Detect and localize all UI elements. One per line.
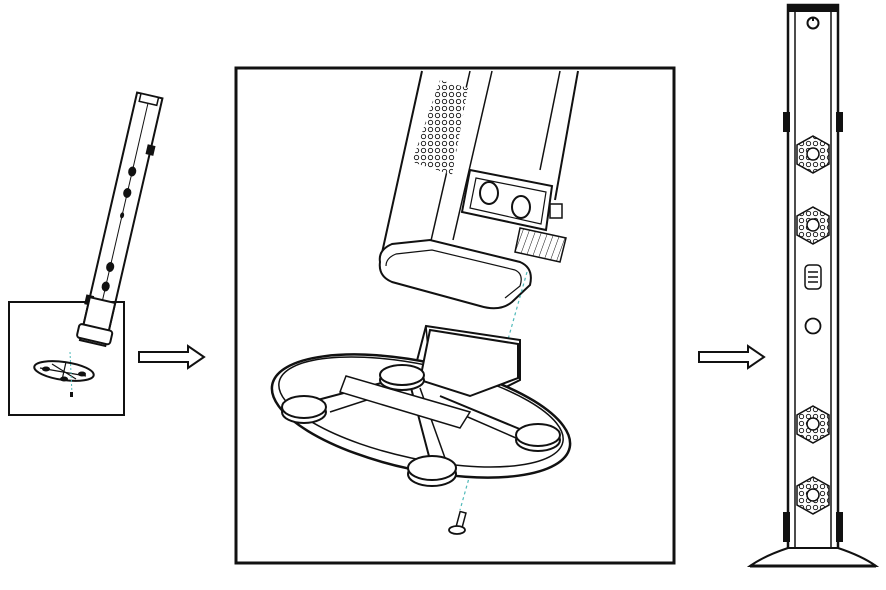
led-cluster-2 [796, 206, 830, 245]
foot-pad-right [515, 423, 561, 452]
step-2-detail [234, 66, 676, 565]
foot-pad-left [281, 395, 327, 424]
base-plate-small [33, 351, 95, 397]
detail-callout-box [8, 301, 125, 416]
hollow-right-arrow-icon [698, 344, 766, 370]
pole-end-cap [378, 238, 532, 310]
mounting-bracket [460, 168, 567, 263]
pole-lower-section [378, 70, 579, 310]
led-cluster-1 [796, 135, 830, 174]
led-cluster-3 [796, 405, 830, 444]
foot-pad-front [407, 455, 457, 487]
arrow-step1-to-step2 [138, 344, 206, 370]
pole-end-small [76, 295, 117, 348]
base-plate-assembled [746, 547, 880, 567]
speaker-grille [412, 80, 468, 175]
step-3-result [746, 3, 880, 568]
led-cluster-4 [796, 476, 830, 515]
arrow-step2-to-step3 [698, 344, 766, 370]
foot-pad-top [379, 364, 425, 391]
sensor-icon [804, 317, 822, 335]
hollow-right-arrow-icon [138, 344, 206, 370]
base-plate-large [270, 324, 572, 487]
step-1-overview [8, 91, 164, 416]
screw-icon [448, 510, 467, 535]
